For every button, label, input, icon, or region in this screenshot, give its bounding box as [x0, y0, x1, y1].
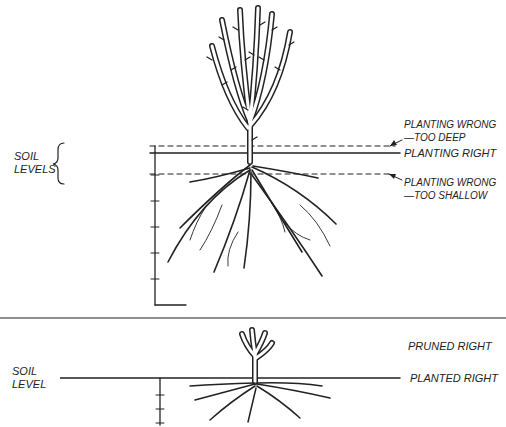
- text-label: PLANTED RIGHT: [408, 372, 500, 385]
- too-shallow-line: [150, 173, 390, 174]
- thorn: [289, 42, 294, 45]
- scale-tick: [151, 201, 159, 202]
- scale-tick: [151, 227, 159, 228]
- scale-tick: [156, 423, 164, 424]
- thorn: [222, 82, 227, 85]
- scale-tick: [151, 175, 159, 176]
- thorn: [260, 22, 265, 25]
- thorn: [259, 57, 264, 60]
- depth-scale: [159, 378, 160, 425]
- scale-tick: [151, 253, 159, 254]
- rose-roots: [190, 383, 330, 422]
- cane-stroke: [252, 330, 255, 354]
- thorn: [233, 27, 238, 30]
- text-label: SOIL LEVELS: [14, 150, 56, 176]
- rose-canes: [207, 8, 294, 162]
- right-level-line: [150, 152, 400, 154]
- depth-scale: [154, 146, 155, 305]
- cane-stroke: [250, 14, 272, 122]
- thorn: [207, 57, 212, 60]
- cane-stroke: [250, 14, 272, 122]
- thorn: [275, 67, 280, 70]
- rose-roots: [168, 165, 336, 276]
- cane-stroke: [240, 10, 250, 122]
- cane-stroke: [252, 330, 255, 354]
- thorn: [252, 137, 257, 140]
- scale-tick: [156, 409, 164, 410]
- cane-stroke: [250, 32, 290, 126]
- thorn: [231, 67, 236, 70]
- text-label: PLANTING WRONG —TOO DEEP: [404, 118, 504, 144]
- thorn: [219, 37, 224, 40]
- leader-line: [390, 140, 402, 146]
- pruned-canes: [242, 330, 272, 382]
- scale-tick: [151, 279, 159, 280]
- text-label: PRUNED RIGHT: [408, 340, 492, 353]
- thorn: [272, 27, 277, 30]
- thorn: [243, 107, 248, 110]
- soil-level-line: [58, 377, 400, 379]
- thorn: [249, 52, 254, 55]
- cane-stroke: [212, 46, 248, 128]
- too-deep-line: [150, 145, 395, 146]
- separator-line: [0, 317, 506, 318]
- text-label: PLANTING RIGHT: [404, 147, 496, 160]
- text-label: PLANTING WRONG —TOO SHALLOW: [404, 176, 504, 202]
- cane-stroke: [256, 343, 272, 358]
- scale-tick: [156, 395, 164, 396]
- text-label: SOIL LEVEL: [10, 365, 60, 391]
- thorn: [245, 57, 250, 60]
- leader-line: [389, 174, 402, 180]
